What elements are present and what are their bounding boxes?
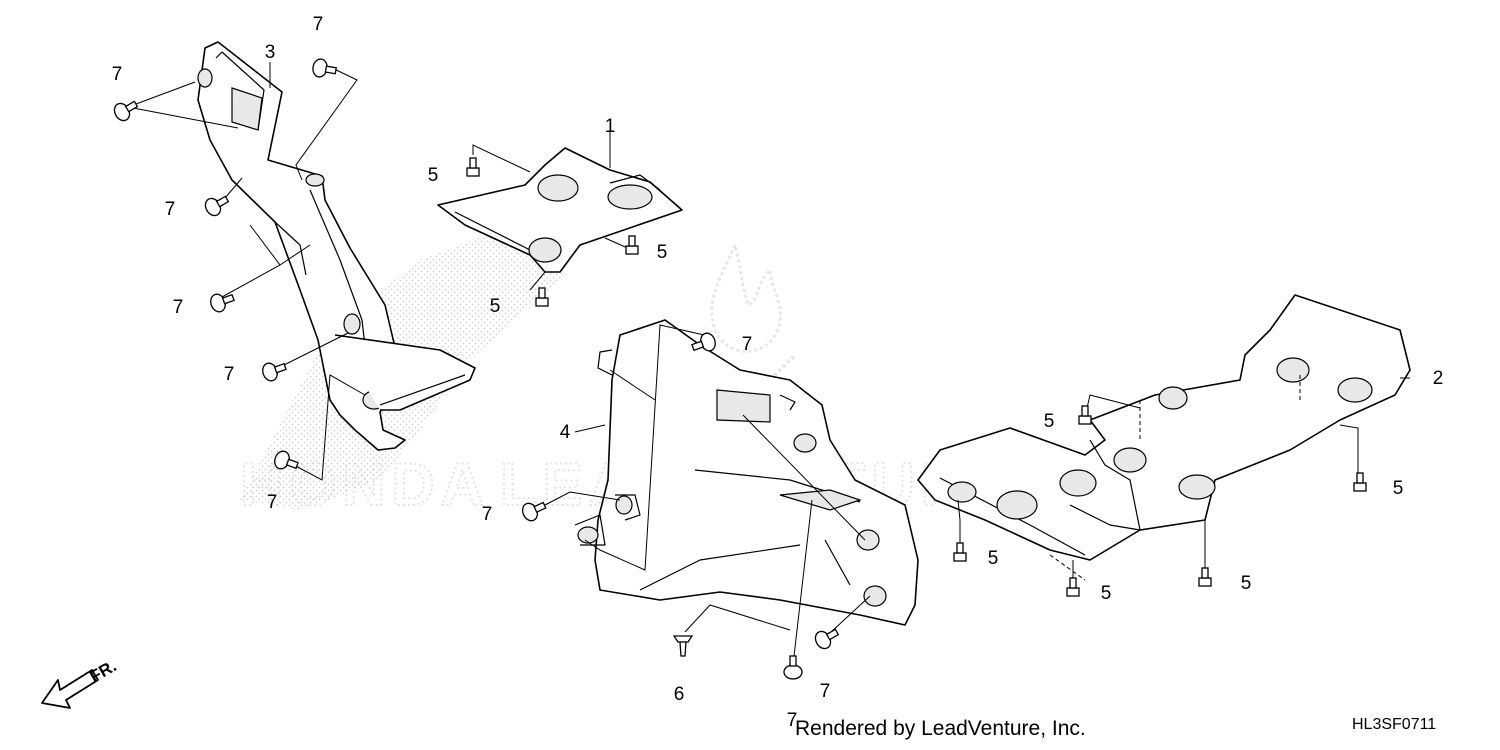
callout-bolt-5: 5 — [1241, 573, 1252, 594]
callout-rivet-7: 7 — [820, 681, 831, 702]
callout-rivet-7: 7 — [224, 364, 235, 385]
callout-bolt-5: 5 — [988, 548, 999, 569]
rivet-icon — [113, 100, 139, 122]
callout-clip-6: 6 — [674, 684, 685, 705]
callout-rivet-7: 7 — [482, 504, 493, 525]
leader-lines — [127, 62, 1410, 666]
bolt-icon — [535, 287, 549, 307]
callout-part-3: 3 — [265, 42, 276, 63]
rivet-icon — [204, 195, 230, 217]
callout-labels: 1 2 3 4 5 5 5 5 5 5 5 5 6 7 7 7 7 7 7 7 … — [112, 14, 1444, 731]
rivet-icon — [312, 58, 338, 78]
callout-rivet-7: 7 — [165, 199, 176, 220]
part-1-plate — [437, 147, 683, 273]
diagram-code: HL3SF0711 — [1352, 716, 1437, 733]
callout-bolt-5: 5 — [657, 242, 668, 263]
credit-text: Rendered by LeadVenture, Inc. — [795, 717, 1086, 740]
callout-bolt-5: 5 — [490, 296, 501, 317]
part-3-bracket — [197, 41, 476, 451]
callout-bolt-5: 5 — [1393, 478, 1404, 499]
bolt-icon — [1066, 577, 1080, 597]
rivet-icon — [783, 655, 803, 680]
callout-part-2: 2 — [1433, 368, 1444, 389]
rivet-7-fasteners — [113, 58, 840, 680]
bolt-5-fasteners — [466, 157, 1367, 597]
rivet-icon — [262, 362, 287, 382]
callout-rivet-7: 7 — [112, 64, 123, 85]
callout-rivet-7: 7 — [173, 297, 184, 318]
bolt-icon — [1078, 405, 1092, 425]
callout-bolt-5: 5 — [1044, 411, 1055, 432]
bolt-icon — [953, 542, 967, 562]
callout-part-1: 1 — [605, 116, 616, 137]
rivet-icon — [274, 450, 299, 470]
callout-rivet-7: 7 — [742, 334, 753, 355]
bolt-icon — [1353, 472, 1367, 492]
clip-6-fastener — [672, 635, 694, 657]
bolt-icon — [466, 157, 480, 177]
arrow-left-down-icon — [41, 669, 99, 709]
rivet-icon — [691, 332, 716, 352]
part-2-skid-plate — [917, 294, 1411, 581]
front-direction-indicator: FR. — [41, 656, 120, 709]
callout-part-4: 4 — [560, 422, 571, 443]
rivet-icon — [210, 293, 235, 313]
callout-rivet-7: 7 — [313, 14, 324, 35]
clip-icon — [672, 635, 694, 657]
callout-rivet-7: 7 — [787, 710, 798, 731]
callout-bolt-5: 5 — [428, 165, 439, 186]
rivet-icon — [521, 501, 547, 522]
rivet-icon — [814, 628, 840, 650]
bolt-icon — [625, 235, 639, 255]
bolt-icon — [1198, 567, 1212, 587]
callout-rivet-7: 7 — [267, 492, 278, 513]
callout-bolt-5: 5 — [1101, 583, 1112, 604]
part-4-shroud — [574, 319, 919, 626]
